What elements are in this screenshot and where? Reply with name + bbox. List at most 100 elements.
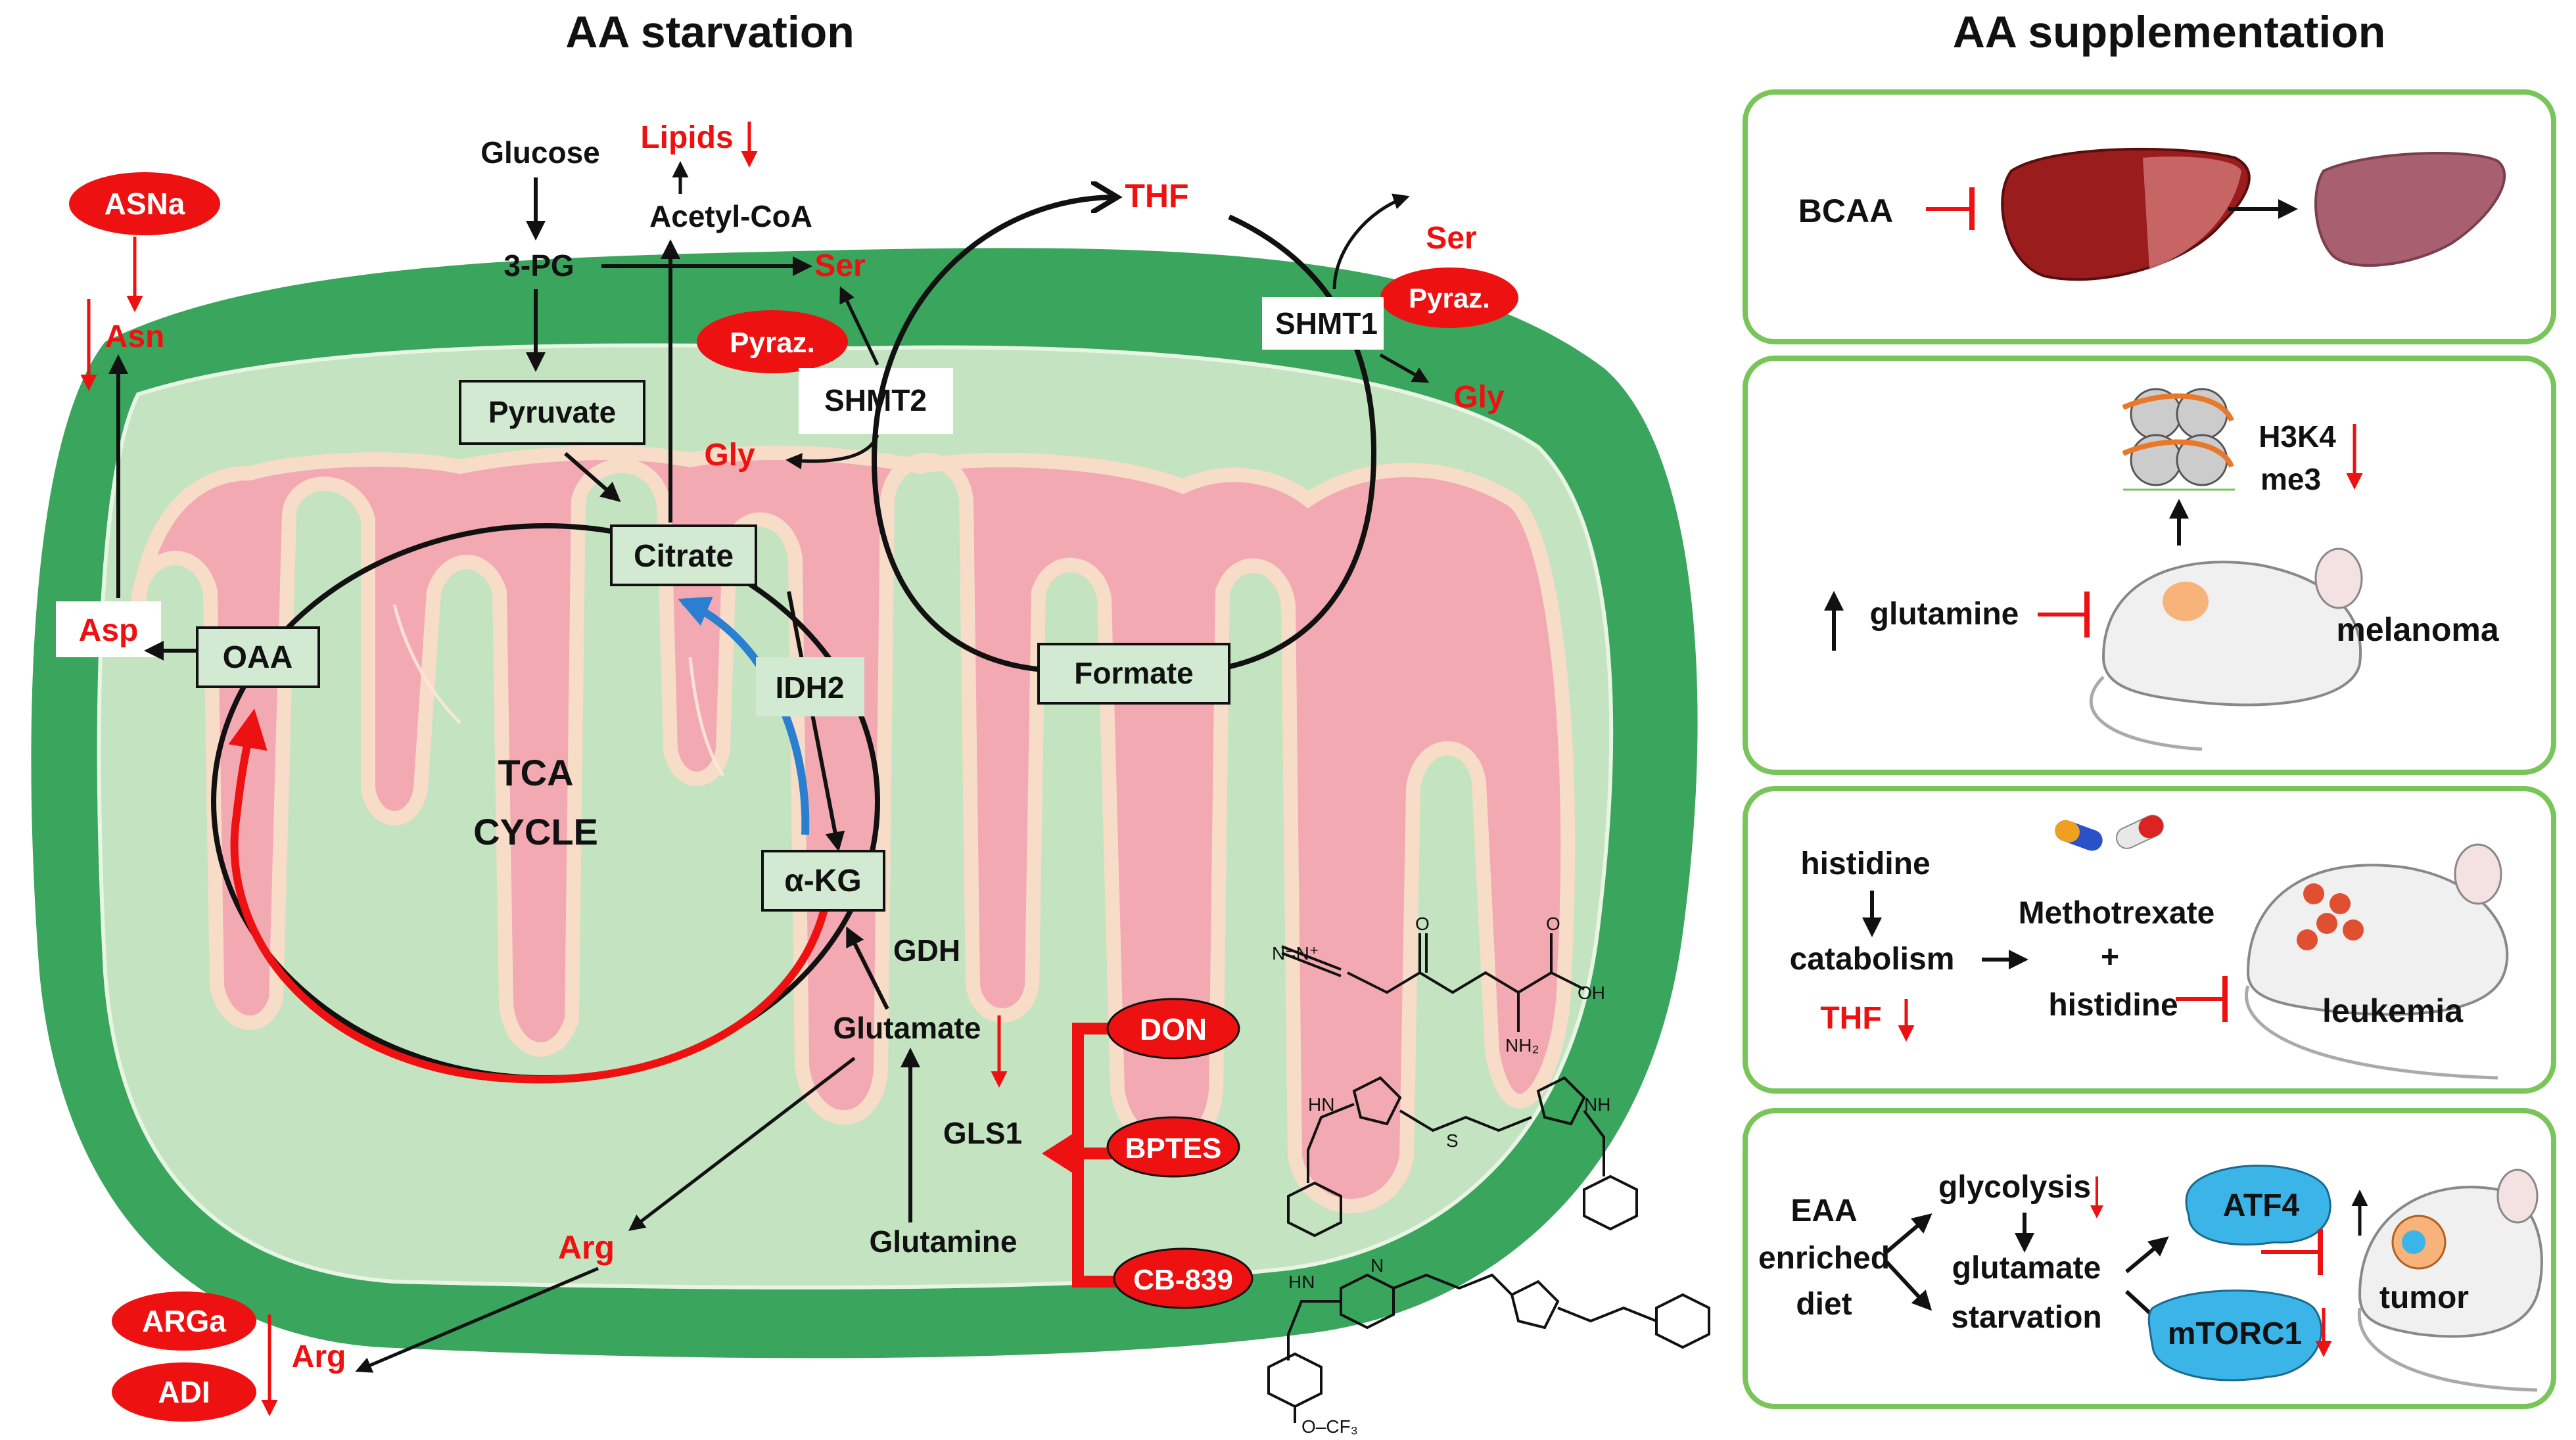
formate-label: Formate (1074, 656, 1193, 690)
tumor-label: tumor (2379, 1280, 2469, 1315)
diet-label: diet (1796, 1287, 1852, 1322)
mouse-leukemia-icon (2245, 843, 2509, 1080)
formate-box (1037, 643, 1230, 705)
adi-label: ADI (158, 1375, 210, 1409)
ser-top-label: Ser (814, 248, 865, 283)
healthy-liver-icon (2314, 152, 2506, 267)
don-o2: O (1546, 914, 1560, 934)
glycolysis-label: glycolysis (1938, 1170, 2091, 1205)
gly-right-label: Gly (1453, 380, 1505, 415)
idh2-label: IDH2 (776, 670, 845, 705)
pill-icons (2055, 814, 2164, 851)
pg3-label: 3-PG (503, 248, 574, 283)
plus-label: + (2101, 940, 2119, 975)
don-nh2: NH₂ (1505, 1035, 1539, 1056)
asp-box (56, 601, 161, 657)
starvation-title: AA starvation (565, 7, 855, 57)
bptes-hn: HN (1308, 1094, 1334, 1115)
don-badge: DON (1106, 998, 1240, 1059)
pyruvate-to-citrate-arrow (564, 452, 621, 502)
methotrexate-label: Methotrexate (2019, 896, 2215, 931)
leukemia-label: leukemia (2322, 992, 2464, 1029)
citrate-label: Citrate (634, 539, 734, 574)
citrate-box (610, 524, 757, 586)
akg-label: α-KG (784, 864, 862, 898)
nucleosome-icon (2122, 388, 2235, 491)
bptes-s: S (1446, 1130, 1459, 1151)
cb839-hn: HN (1288, 1272, 1315, 1292)
starvation-supp-label: starvation (1951, 1300, 2101, 1335)
folate-cycle-left (871, 197, 1117, 673)
pyraz-left-badge: Pyraz. (697, 310, 848, 373)
supplementation-title: AA supplementation (1953, 7, 2386, 57)
don-label: DON (1140, 1012, 1207, 1046)
glutamate-to-arg-arrow (628, 1057, 856, 1232)
bptes-label: BPTES (1125, 1132, 1222, 1165)
glutamate-to-akg-arrow (846, 926, 889, 1010)
tca-label-line2: CYCLE (473, 811, 598, 852)
panel-eaa: EAA enriched diet glycolysis glutamate s… (1743, 1108, 2556, 1409)
akg-box (761, 850, 885, 912)
h3k4-label: H3K4 (2259, 419, 2336, 453)
arga-badge: ARGa (112, 1291, 256, 1351)
don-structure (1281, 933, 1585, 1032)
glutamine-supp-label: glutamine (1870, 597, 2019, 632)
histidine-label: histidine (1800, 847, 1930, 881)
eaa-label: EAA (1791, 1194, 1857, 1228)
pyraz-left-label: Pyraz. (730, 327, 815, 359)
asna-badge: ASNa (69, 172, 220, 235)
arg-out-arrow (355, 1266, 599, 1373)
ser-right-label: Ser (1426, 221, 1476, 256)
atf4-shape (2185, 1165, 2331, 1246)
thf-supp-label: THF (1820, 1001, 1881, 1036)
shmt1-to-ser-arrow (1332, 193, 1410, 290)
thf-label: THF (1125, 177, 1188, 214)
tca-red-arc (228, 708, 829, 1084)
asn-label: Asn (105, 319, 165, 354)
folate-cycle (1209, 214, 1377, 673)
adi-badge: ADI (112, 1362, 256, 1422)
cb839-badge: CB-839 (1113, 1247, 1253, 1309)
idh2-box (756, 657, 864, 716)
arga-label: ARGa (142, 1304, 226, 1338)
cb839-label: CB-839 (1133, 1264, 1233, 1296)
bptes-badge: BPTES (1106, 1116, 1240, 1178)
shmt1-to-gly-arrow (1379, 353, 1430, 383)
asp-label: Asp (79, 613, 139, 648)
oaa-box (196, 626, 320, 688)
glucose-label: Glucose (480, 135, 600, 170)
gls1-label: GLS1 (943, 1116, 1022, 1150)
mouse-tumor-icon (2357, 1169, 2543, 1392)
panel-histidine: histidine catabolism THF Methotrexate + … (1743, 786, 2556, 1094)
arg-out-label: Arg (292, 1339, 346, 1374)
bcaa-label: BCAA (1798, 193, 1893, 229)
shmt1-label: SHMT1 (1275, 306, 1378, 340)
arg-inside-label: Arg (558, 1229, 615, 1266)
asna-label: ASNa (105, 187, 185, 221)
melanoma-label: melanoma (2336, 611, 2500, 648)
pyruvate-label: Pyruvate (488, 395, 616, 429)
mouse-melanoma-icon (2089, 547, 2363, 751)
enriched-label: enriched (1758, 1241, 1890, 1276)
shmt2-to-ser-arrow (839, 286, 879, 366)
bptes-nh: NH (1584, 1094, 1610, 1115)
panel-bcaa: BCAA (1743, 89, 2556, 344)
citrate-to-akg-arrow (787, 591, 845, 852)
don-diazo: N=N⁺ (1272, 943, 1319, 964)
atf4-label: ATF4 (2223, 1188, 2300, 1223)
catabolism-label: catabolism (1790, 942, 1955, 977)
glutamate-supp-label: glutamate (1952, 1251, 2101, 1286)
gdh-label: GDH (893, 933, 960, 967)
panel-glutamine: H3K4 me3 glutamine melanoma (1743, 356, 2556, 775)
mtorc1-shape (2147, 1289, 2322, 1382)
lipids-label: Lipids (640, 120, 733, 155)
mtorc1-label: mTORC1 (2168, 1316, 2303, 1351)
cb839-ocf3: O–CF₃ (1301, 1416, 1358, 1437)
me3-label: me3 (2260, 462, 2321, 496)
histidine-drug-label: histidine (2048, 988, 2178, 1023)
acetyl-coa-label: Acetyl-CoA (649, 199, 812, 233)
shmt1-box (1262, 297, 1384, 350)
don-o: O (1415, 914, 1430, 934)
tca-label-line1: TCA (498, 752, 573, 793)
